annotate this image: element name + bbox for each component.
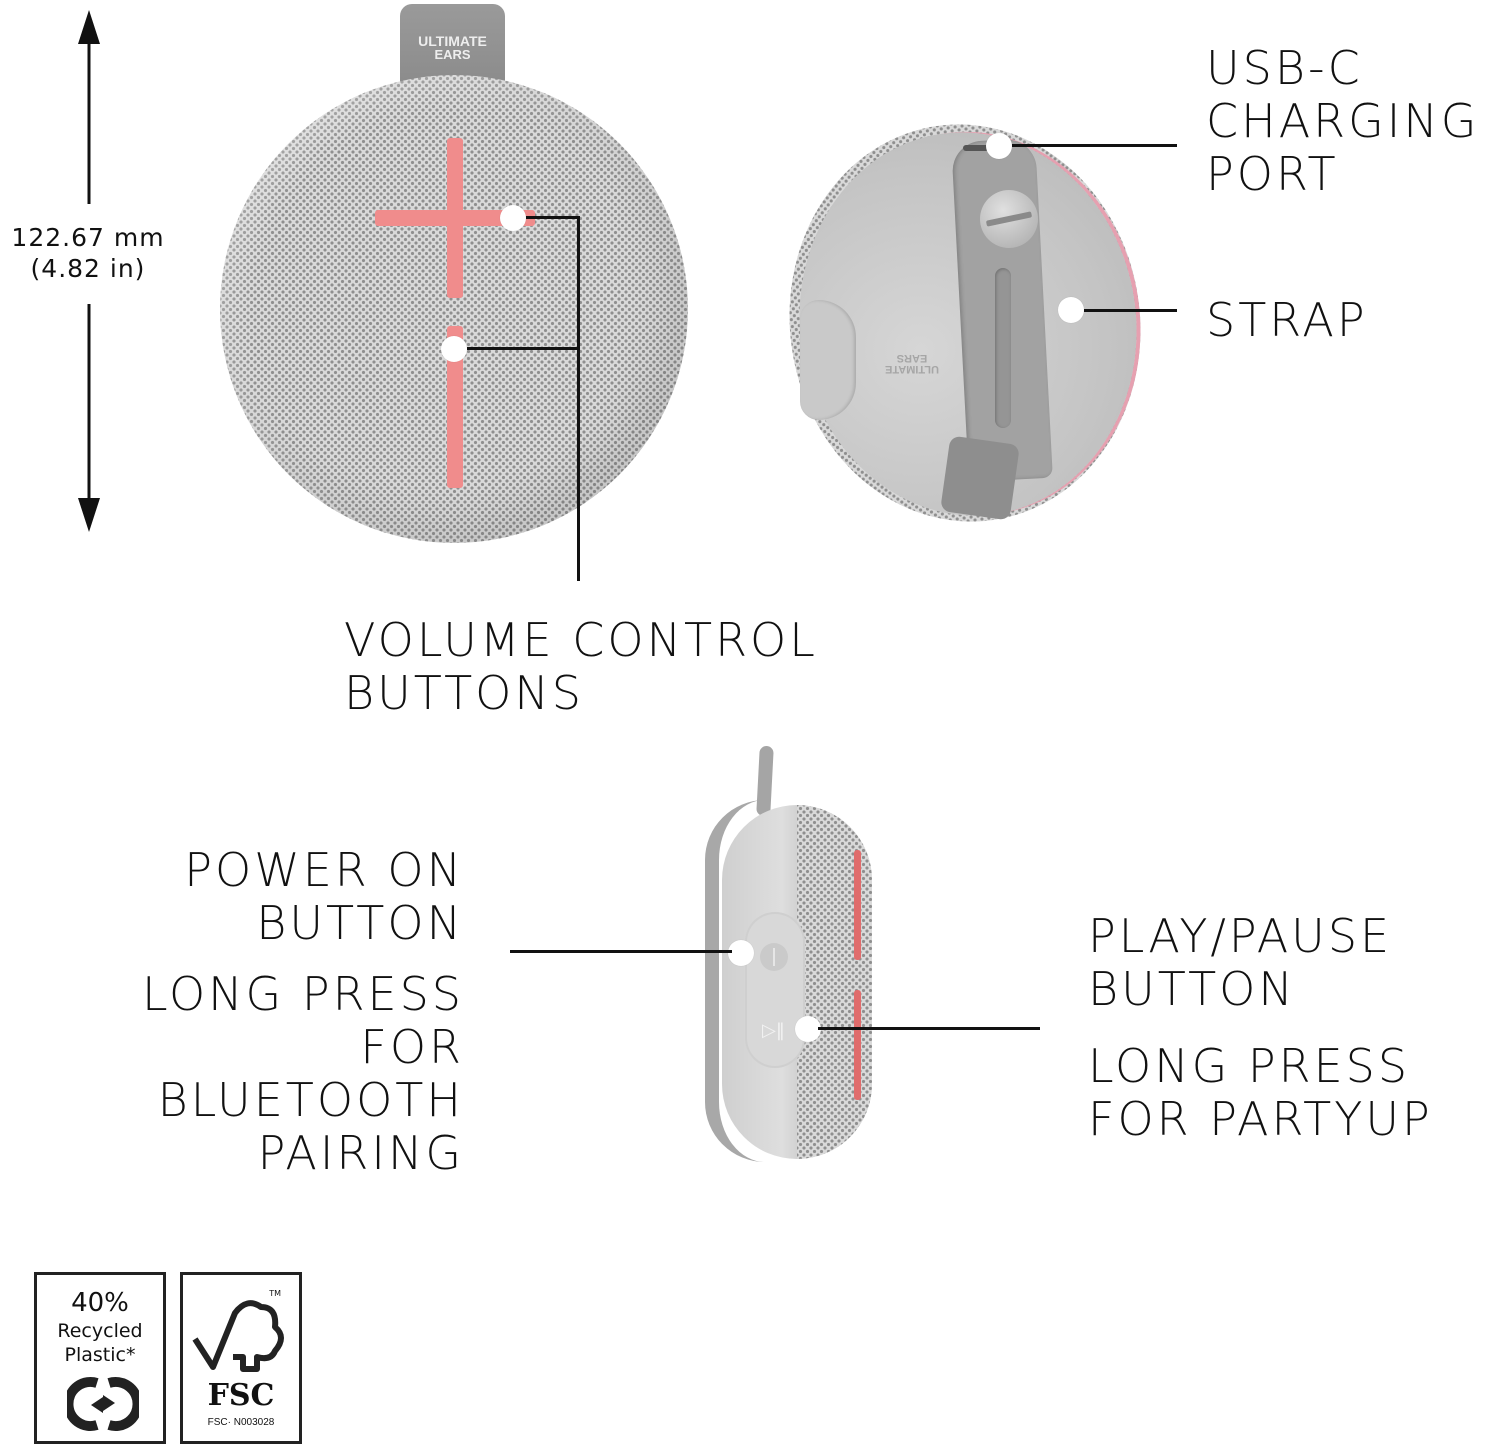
brand-logo: ULTIMATE EARS <box>418 33 487 62</box>
dimension-inches: (4.82 in) <box>30 254 146 283</box>
volume-control-label: VOLUME CONTROL BUTTONS <box>344 613 818 720</box>
recycled-percent: 40% <box>71 1288 129 1318</box>
play-pause-button-label: PLAY/PAUSE BUTTON LONG PRESS FOR PARTYUP <box>1088 909 1433 1146</box>
leader-line <box>818 1027 1040 1030</box>
strap-slot <box>995 268 1011 428</box>
callout-dot-usb <box>986 133 1012 159</box>
fsc-badge: TM FSC FSC· N003028 <box>180 1272 302 1444</box>
leader-line <box>526 216 580 219</box>
leader-line <box>1084 309 1177 312</box>
power-button[interactable] <box>760 943 788 971</box>
dimension-mm: 122.67 mm <box>11 223 165 252</box>
callout-dot-power <box>728 940 754 966</box>
power-button-label: POWER ON BUTTON LONG PRESS FOR BLUETOOTH… <box>141 843 464 1180</box>
side-strap <box>705 800 775 1162</box>
play-pause-icon: ▷‖ <box>762 1020 785 1041</box>
leader-line <box>510 950 732 953</box>
volume-up-horizontal-bar[interactable] <box>375 210 535 226</box>
callout-dot-play-pause <box>795 1016 821 1042</box>
fsc-tree-check-icon <box>192 1300 284 1372</box>
strap-screw <box>980 190 1038 248</box>
fsc-wordmark: FSC <box>207 1378 275 1413</box>
side-pink-edge <box>854 850 861 960</box>
back-brand-logo: ULTIMATE EARS <box>885 352 939 375</box>
recycle-loop-icon <box>67 1377 139 1431</box>
side-pink-edge <box>854 990 861 1100</box>
leader-line <box>1012 144 1177 147</box>
usb-c-charging-port-label: USB-C CHARGING PORT <box>1206 41 1480 201</box>
dimension-label: 122.67 mm (4.82 in) <box>0 222 176 284</box>
recycled-plastic-badge: 40% Recycled Plastic* <box>34 1272 166 1444</box>
side-button-panel <box>745 912 805 1068</box>
dimension-arrow-icon <box>78 10 100 532</box>
volume-down-bar[interactable] <box>447 326 463 488</box>
fsc-license-code: FSC· N003028 <box>207 1417 275 1428</box>
callout-dot-volume-up <box>500 205 526 231</box>
recycled-text: Recycled Plastic* <box>57 1320 143 1366</box>
strap-label: STRAP <box>1206 293 1368 347</box>
leader-line <box>577 216 580 581</box>
usb-c-port <box>963 145 989 151</box>
callout-dot-strap <box>1058 297 1084 323</box>
strap-tail <box>940 435 1020 521</box>
power-icon <box>773 948 775 966</box>
side-button-pod <box>800 300 856 420</box>
leader-line <box>467 347 580 350</box>
callout-dot-volume-down <box>441 336 467 362</box>
trademark-symbol: TM <box>269 1289 281 1298</box>
